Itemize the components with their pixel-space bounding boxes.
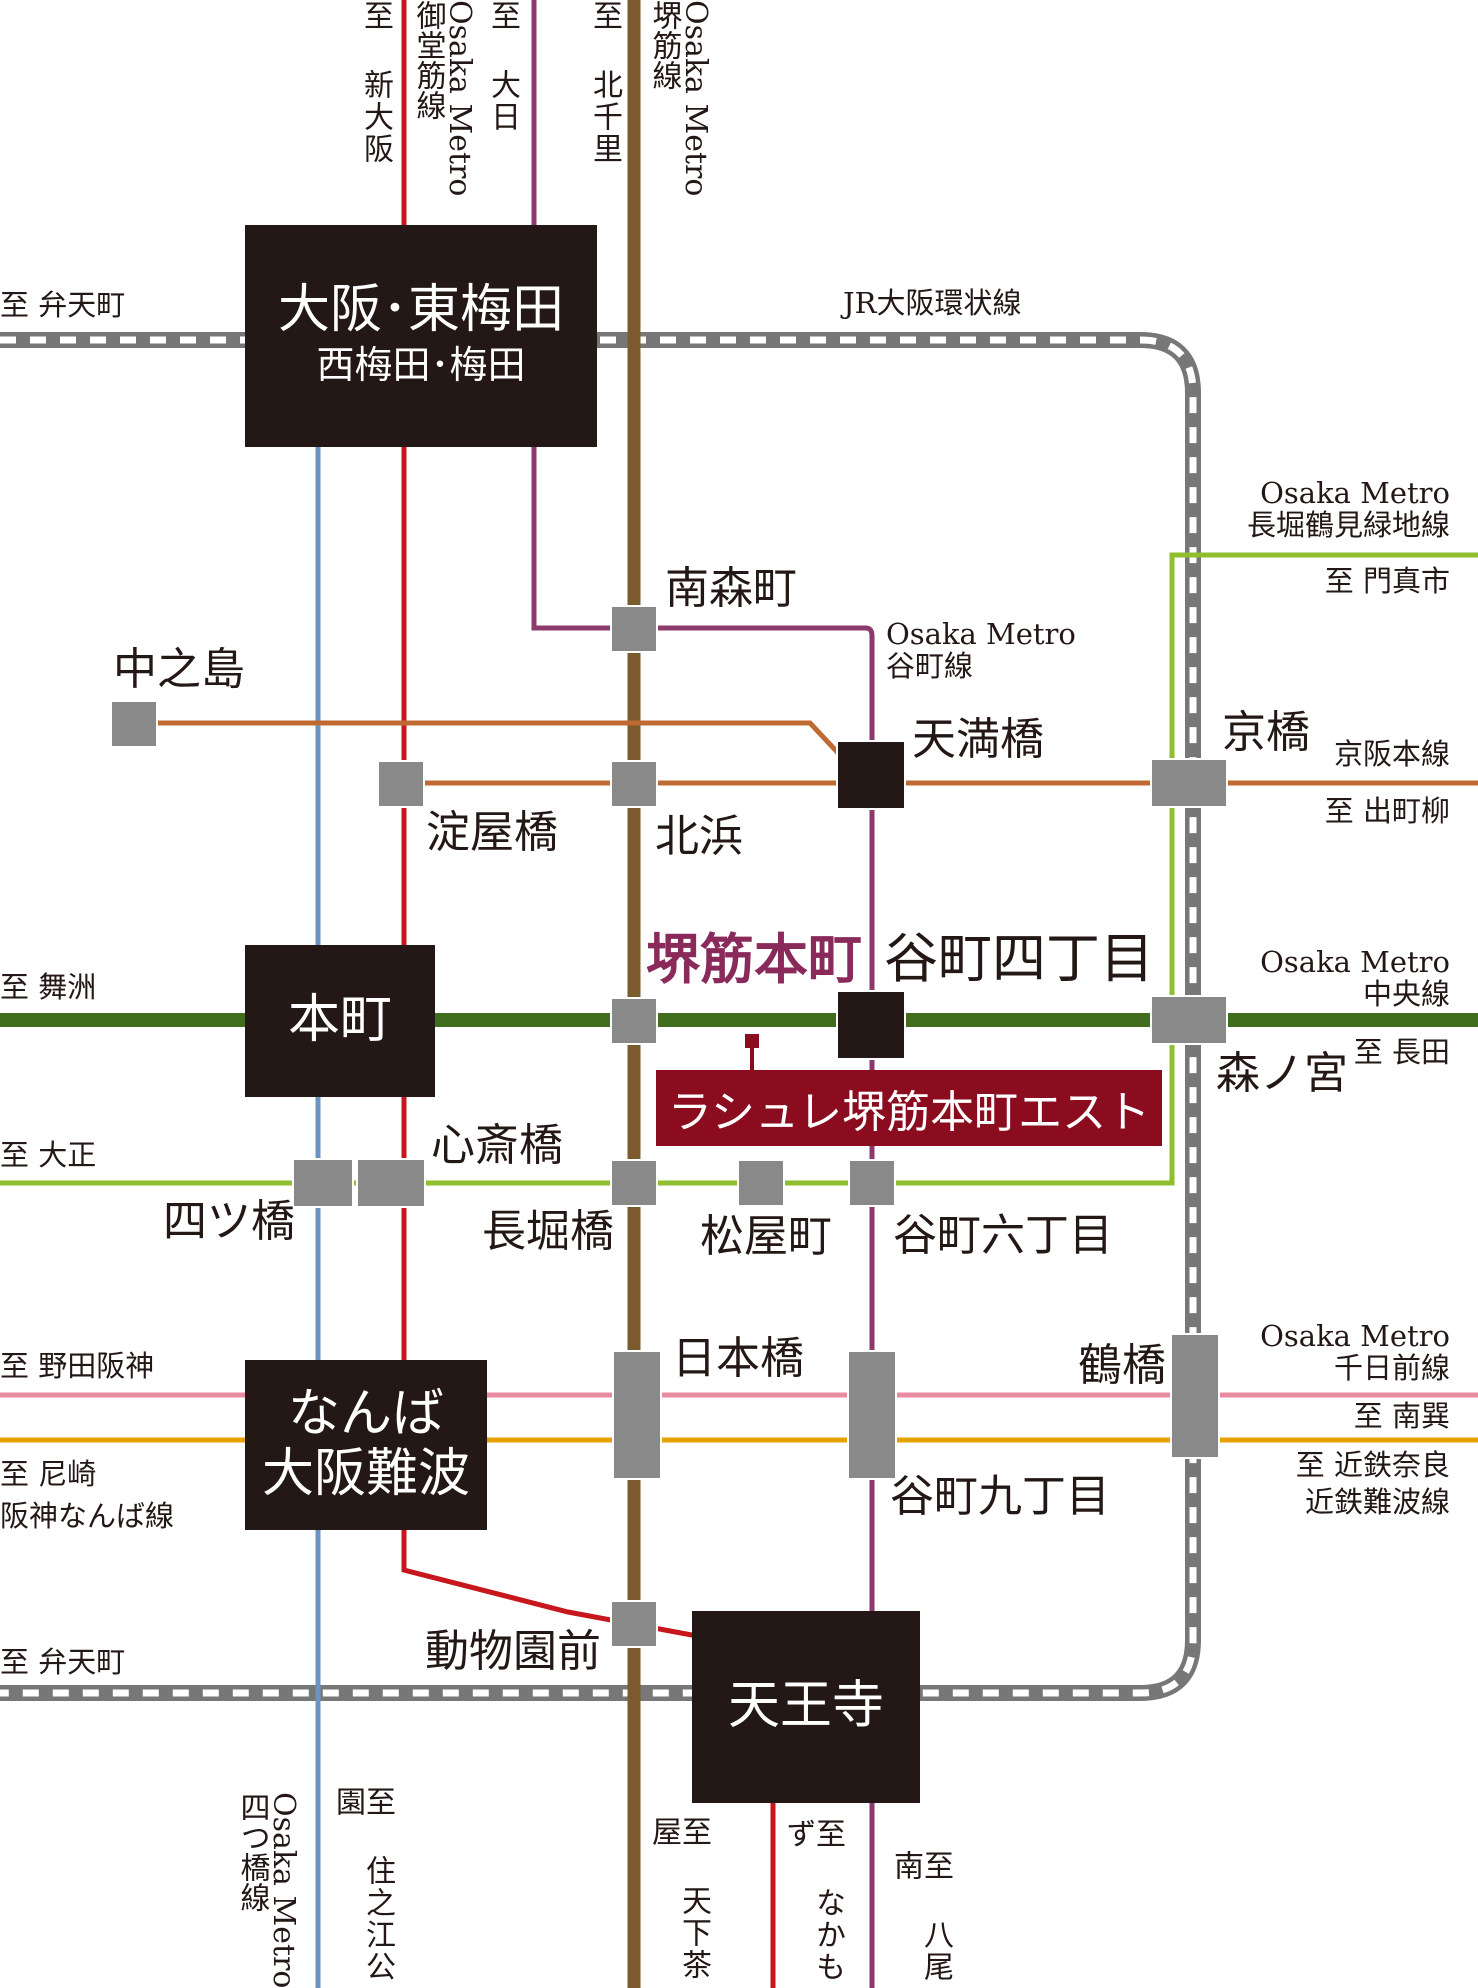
chuo-line-label: Osaka Metro 中央線 (1260, 945, 1450, 1012)
stop-matsuyamachi[interactable] (737, 1159, 785, 1207)
keihan-nakanoshima-line (135, 720, 842, 757)
stop-kitahama[interactable] (610, 760, 658, 808)
dest-nakamozu: 至 なかもず (780, 1818, 845, 1983)
station-umeda[interactable]: 大阪･東梅田 西梅田･梅田 (245, 225, 597, 447)
stop-shinsaibashi[interactable] (356, 1158, 426, 1208)
dest-taisho: 至 大正 (0, 1138, 97, 1172)
dest-maishima: 至 舞洲 (0, 970, 97, 1004)
stop-minamimorimachi[interactable] (610, 605, 658, 653)
label-nipponbashi: 日本橋 (672, 1333, 804, 1384)
yotsubashi-line-label: Osaka Metro 四つ橋線 (234, 1792, 302, 1988)
dest-amagasaki: 至 尼崎 (0, 1457, 97, 1491)
station-name: 本町 (287, 990, 392, 1051)
label-tsuruhashi: 鶴橋 (1078, 1340, 1166, 1391)
property-pin (745, 1034, 759, 1048)
label-minamimorimachi: 南森町 (665, 563, 797, 614)
station-subname: 西梅田･梅田 (316, 343, 526, 388)
hanshin-line-label: 阪神なんば線 (0, 1499, 175, 1533)
stop-nakanoshima[interactable] (110, 700, 158, 748)
station-name: 天王寺 (727, 1676, 884, 1737)
label-morinomiya: 森ノ宮 (1216, 1048, 1348, 1099)
stop-yotsubashi[interactable] (292, 1158, 354, 1208)
dest-minamitatsumi: 至 南巽 (1353, 1399, 1450, 1433)
label-kitahama: 北浜 (655, 811, 743, 862)
sakaisuji-line-label: Osaka Metro 堺筋線 (646, 0, 714, 197)
stop-kyobashi[interactable] (1150, 758, 1228, 808)
stop-tanimachi-4[interactable] (836, 990, 906, 1060)
stop-tanimachi-6[interactable] (848, 1159, 896, 1207)
stop-nipponbashi[interactable] (612, 1350, 662, 1480)
label-tenmabashi: 天満橋 (912, 714, 1044, 765)
stop-tenmabashi[interactable] (836, 740, 906, 810)
stop-tanimachi-9[interactable] (847, 1350, 897, 1480)
tanimachi-line (531, 0, 875, 1988)
stop-yodoyabashi[interactable] (377, 760, 425, 808)
dest-shin-osaka: 至 新大阪 (358, 0, 393, 165)
label-nakanoshima: 中之島 (113, 644, 245, 695)
label-nagahoribashi: 長堀橋 (482, 1206, 614, 1257)
label-matsuyamachi: 松屋町 (700, 1211, 832, 1262)
label-tanimachi-4: 谷町四丁目 (884, 927, 1154, 990)
stop-sakaisuji-honmachi[interactable] (610, 997, 658, 1045)
station-honmachi[interactable]: 本町 (245, 945, 435, 1097)
dest-nodahanshin: 至 野田阪神 (0, 1349, 155, 1383)
label-tanimachi-6: 谷町六丁目 (893, 1210, 1113, 1261)
label-sakaisuji-honmachi: 堺筋本町 (646, 927, 862, 991)
dest-bentencho-top: 至 弁天町 (0, 288, 126, 322)
nagahori-line-label: Osaka Metro 長堀鶴見緑地線 (1246, 476, 1450, 543)
dest-kintetsu-nara: 至 近鉄奈良 (1295, 1448, 1450, 1482)
dest-yaominami: 至 八尾南 (888, 1850, 953, 1983)
label-yotsubashi: 四ツ橋 (163, 1196, 295, 1247)
sennichimae-line-label: Osaka Metro 千日前線 (1260, 1319, 1450, 1386)
label-tanimachi-9: 谷町九丁目 (890, 1471, 1110, 1522)
label-kyobashi: 京橋 (1222, 707, 1310, 758)
stop-tsuruhashi[interactable] (1170, 1333, 1220, 1459)
station-name: なんば (287, 1384, 444, 1445)
label-yodoyabashi: 淀屋橋 (426, 807, 558, 858)
midosuji-line-label: Osaka Metro 御堂筋線 (410, 0, 478, 197)
station-namba[interactable]: なんば 大阪難波 (245, 1360, 487, 1530)
nagahori-line (0, 552, 1478, 1186)
stop-morinomiya[interactable] (1150, 995, 1228, 1045)
dest-kita-senri: 至 北千里 (587, 0, 622, 165)
stop-dobutsuenmae[interactable] (610, 1600, 658, 1648)
dest-bentencho-bottom: 至 弁天町 (0, 1645, 126, 1679)
property-pin-stem (750, 1046, 754, 1072)
label-dobutsuenmae: 動物園前 (425, 1626, 601, 1677)
dest-suminoe-koen: 至 住之江公園 (330, 1786, 395, 1983)
tanimachi-line-label: Osaka Metro 谷町線 (886, 617, 1076, 684)
keihan-line-label: 京阪本線 (1333, 737, 1450, 771)
property-label[interactable]: ラシュレ堺筋本町エスト (656, 1070, 1162, 1146)
jr-loop-label: JR大阪環状線 (843, 286, 1022, 320)
station-name: 大阪･東梅田 (277, 280, 564, 341)
station-tennoji[interactable]: 天王寺 (692, 1611, 920, 1803)
dest-kadoma: 至 門真市 (1324, 564, 1450, 598)
dest-demachiyanagi: 至 出町柳 (1324, 794, 1450, 828)
dest-tengachaya: 至 天下茶屋 (646, 1816, 711, 1981)
dest-nagata: 至 長田 (1353, 1035, 1450, 1069)
kintetsu-line-label: 近鉄難波線 (1304, 1485, 1450, 1519)
station-subname: 大阪難波 (261, 1444, 470, 1504)
dest-dainichi: 至 大日 (485, 0, 520, 133)
stop-nagahoribashi[interactable] (610, 1159, 658, 1207)
label-shinsaibashi: 心斎橋 (431, 1120, 563, 1171)
